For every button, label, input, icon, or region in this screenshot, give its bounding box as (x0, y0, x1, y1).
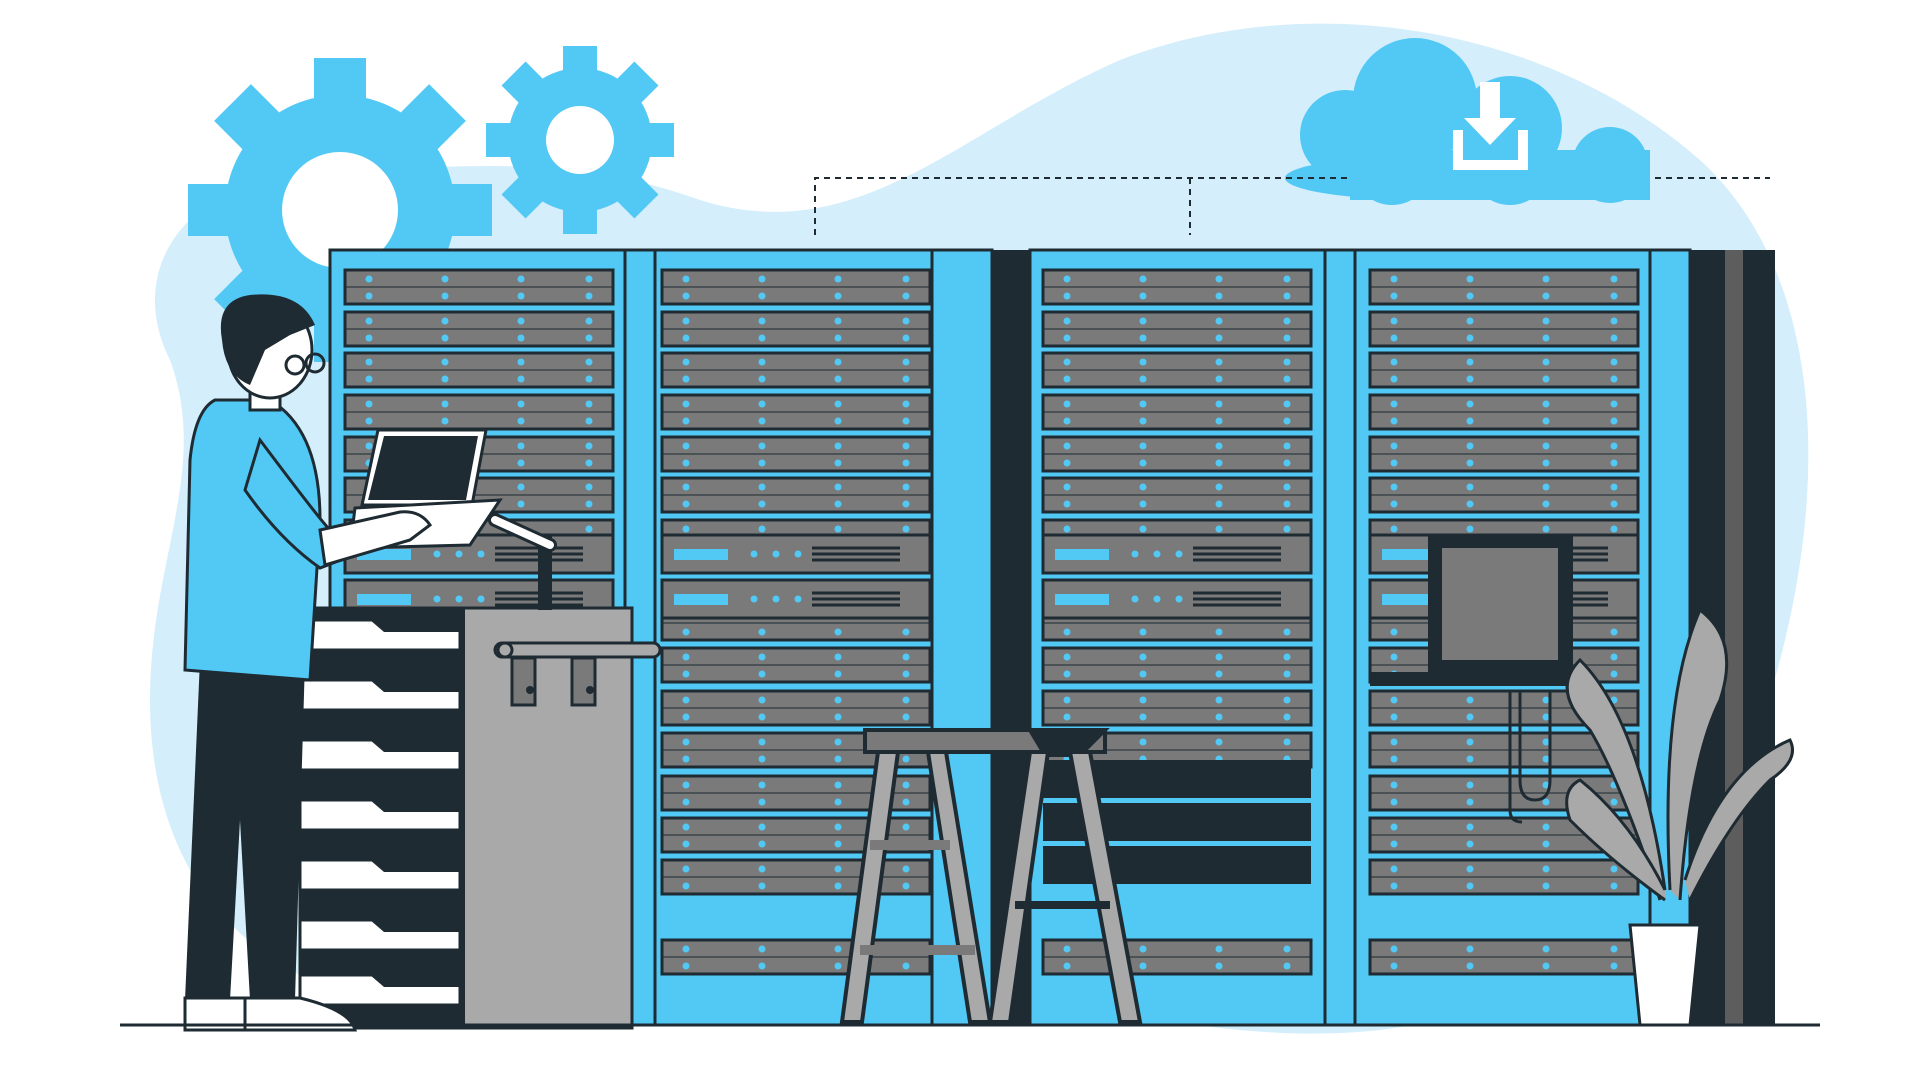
drawer (298, 973, 462, 1007)
server-unit (660, 646, 932, 684)
server-unit (1041, 310, 1313, 348)
server-unit (1041, 578, 1313, 620)
gear-tooth (613, 173, 659, 219)
server-unit (660, 435, 932, 473)
network-lines (814, 177, 1770, 235)
server-unit (660, 476, 932, 514)
drawer (298, 678, 462, 712)
server-unit (660, 689, 932, 727)
server-unit (1368, 268, 1640, 306)
laptop-arm (488, 513, 557, 610)
rack-units (660, 268, 932, 976)
server-unit (660, 578, 932, 620)
server-unit (1368, 858, 1640, 896)
gear-tooth (613, 61, 659, 107)
server-unit (1368, 310, 1640, 348)
gear-tooth (644, 123, 674, 157)
monitor-icon (1370, 535, 1575, 824)
gear-tooth (188, 184, 233, 236)
drawer (298, 918, 462, 952)
drawer (298, 858, 462, 892)
gear-tooth (447, 184, 492, 236)
gear-tooth (501, 61, 547, 107)
plant-icon (1565, 607, 1794, 1027)
cloud-download-icon (1285, 38, 1650, 205)
cabinet-handle (493, 641, 662, 707)
drawer (298, 798, 462, 832)
server-unit (343, 310, 615, 348)
gear-tooth (397, 84, 466, 153)
server-unit (1041, 689, 1313, 727)
gear-icon (486, 46, 674, 234)
server-unit (660, 310, 932, 348)
server-unit (1041, 476, 1313, 514)
drawer (298, 738, 462, 772)
server-unit (1368, 435, 1640, 473)
drawer (298, 618, 462, 652)
server-unit (1041, 351, 1313, 389)
server-unit (660, 351, 932, 389)
server-unit (660, 858, 932, 896)
gear-tooth (486, 123, 516, 157)
server-unit (660, 393, 932, 431)
server-unit (1041, 533, 1313, 575)
person-technician (183, 294, 433, 1032)
server-unit (1041, 393, 1313, 431)
server-unit (1041, 646, 1313, 684)
server-unit (1041, 435, 1313, 473)
server-unit (1368, 351, 1640, 389)
gear-tooth (214, 84, 283, 153)
server-unit (660, 533, 932, 575)
gear-tooth (501, 173, 547, 219)
server-unit (343, 393, 615, 431)
server-unit (1368, 393, 1640, 431)
server-unit (343, 351, 615, 389)
server-unit (343, 268, 615, 306)
server-unit (660, 268, 932, 306)
server-unit (1368, 476, 1640, 514)
ladder-icon (839, 728, 1143, 1024)
server-unit (1041, 268, 1313, 306)
server-unit (1041, 938, 1313, 976)
server-unit (1368, 938, 1640, 976)
